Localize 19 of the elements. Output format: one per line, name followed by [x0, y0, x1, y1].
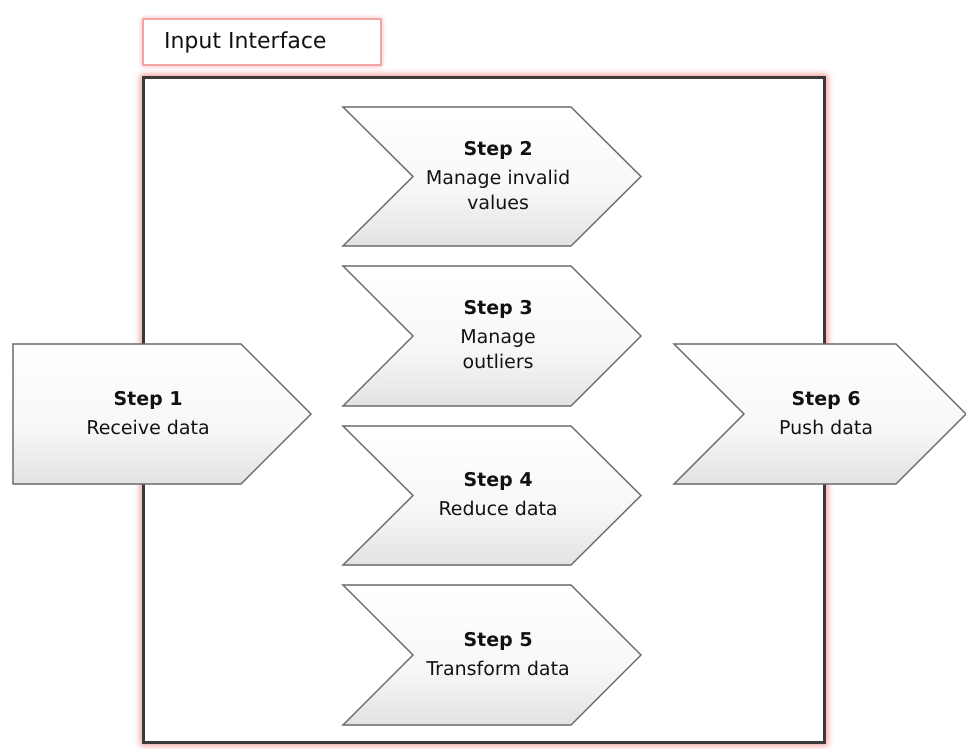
step-description: Push data: [779, 416, 873, 440]
chevron-step: [343, 266, 641, 406]
chevron-step: [343, 107, 641, 246]
step-description: Receive data: [86, 416, 210, 440]
step-title: Step 5: [463, 628, 533, 651]
chevron-step: [343, 426, 641, 565]
step-title: Step 4: [463, 469, 533, 492]
step-description: Reduce data: [438, 497, 558, 522]
chevron-step: [674, 344, 966, 484]
section-title: Input Interface: [142, 18, 382, 66]
step-description: Manage invalid values: [424, 166, 572, 216]
pentagon-step: [13, 344, 311, 484]
chevron-step: [343, 585, 641, 725]
step-description: Manage outliers: [459, 325, 537, 375]
step-title: Step 2: [463, 138, 533, 160]
step-title: Step 6: [791, 388, 861, 410]
step-title: Step 3: [463, 297, 533, 320]
step-description: Transform data: [426, 656, 570, 682]
step-title: Step 1: [113, 388, 183, 410]
